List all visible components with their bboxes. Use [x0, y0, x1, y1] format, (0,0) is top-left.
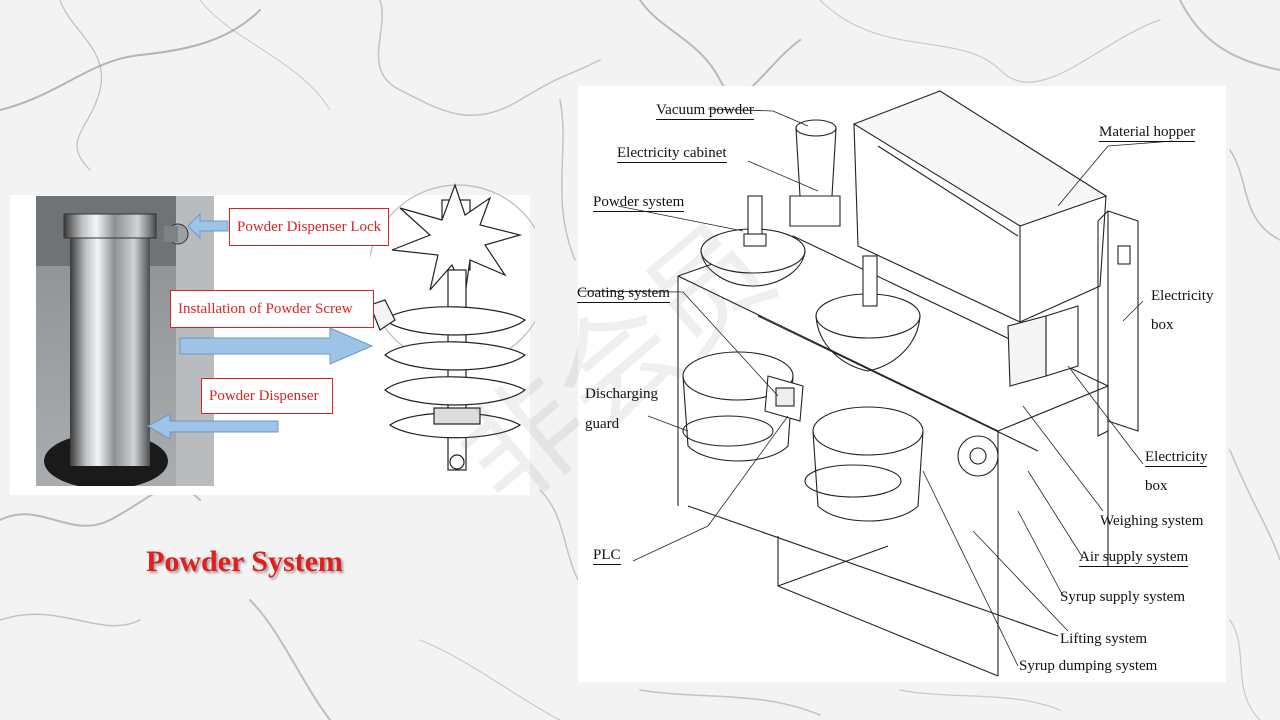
section-title: Powder System — [146, 545, 343, 578]
label-electricity-box-1-line1: Electricity — [1151, 288, 1214, 304]
label-coating-system: Coating system — [577, 285, 670, 303]
powder-screw-installation-callout: Installation of Powder Screw — [170, 290, 374, 328]
label-material-hopper: Material hopper — [1099, 124, 1196, 142]
label-discharging-guard-line1: Discharging — [585, 386, 659, 402]
label-electricity-box-2-line1: Electricity — [1145, 449, 1208, 467]
label-discharging-guard-line2: guard — [585, 416, 620, 432]
label-electricity-box-1-line2: box — [1151, 317, 1174, 333]
label-syrup-dumping-system: Syrup dumping system — [1019, 658, 1158, 674]
powder-dispenser-callout: Powder Dispenser — [201, 378, 333, 414]
label-vacuum-powder: Vacuum powder — [656, 102, 754, 120]
label-weighing-system: Weighing system — [1100, 513, 1204, 529]
label-electricity-box-2-line2: box — [1145, 478, 1168, 494]
label-syrup-supply-system: Syrup supply system — [1060, 589, 1186, 605]
label-plc: PLC — [593, 547, 621, 565]
label-electricity-cabinet: Electricity cabinet — [617, 145, 727, 163]
label-air-supply-system: Air supply system — [1079, 549, 1189, 567]
label-powder-system: Powder system — [593, 194, 685, 212]
powder-dispenser-photo — [36, 196, 214, 486]
powder-dispenser-lock-callout: Powder Dispenser Lock — [229, 208, 389, 246]
label-lifting-system: Lifting system — [1060, 631, 1148, 647]
coating-machine-drawing — [578, 90, 1174, 677]
powder-screw-drawing — [370, 183, 535, 471]
